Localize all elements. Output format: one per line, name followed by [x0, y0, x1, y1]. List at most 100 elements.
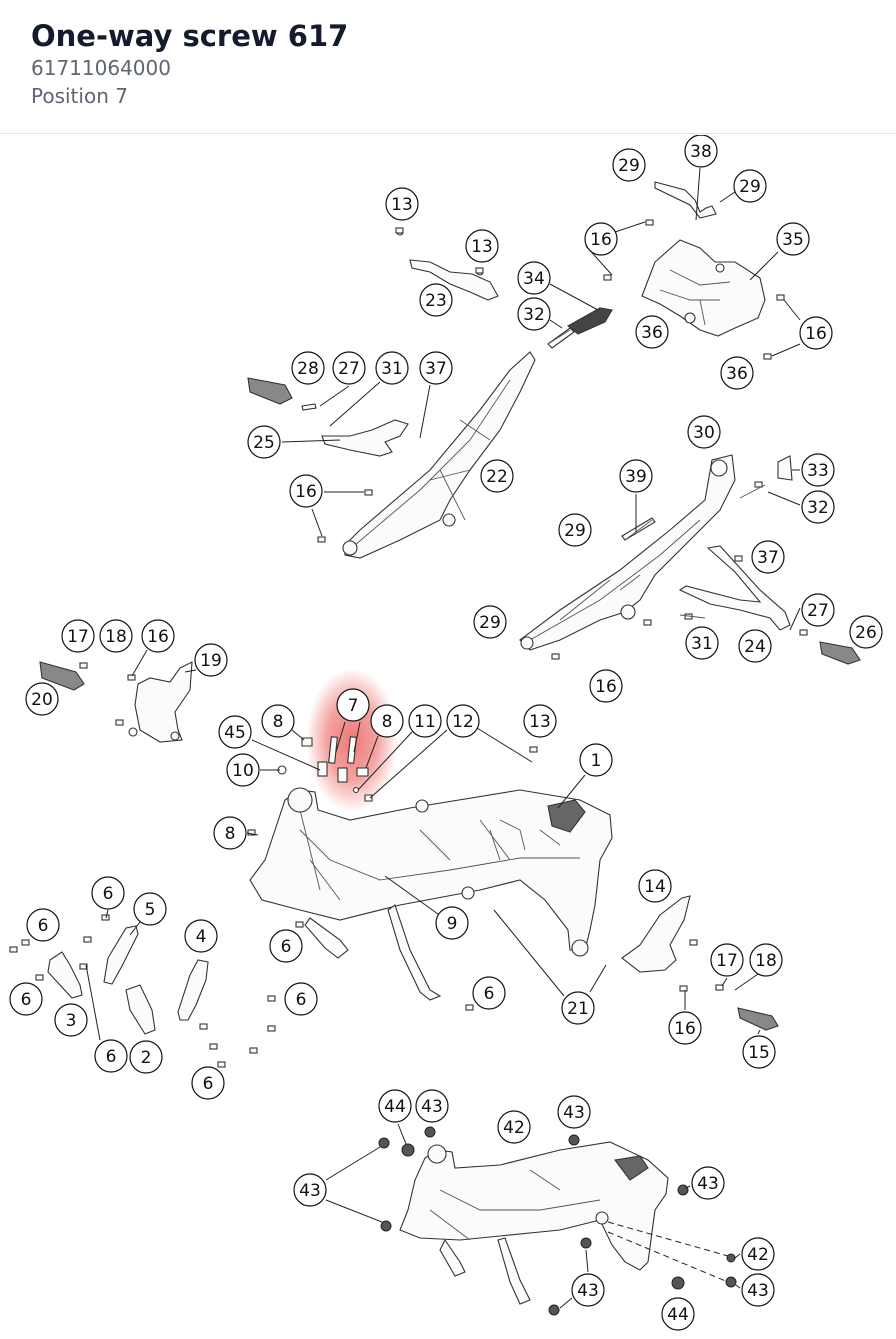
callout-label: 23 [425, 291, 447, 311]
callout-position-6[interactable]: 6 [26, 908, 60, 942]
callout-position-10[interactable]: 10 [226, 753, 260, 787]
callout-position-43[interactable]: 43 [415, 1089, 449, 1123]
callout-position-8[interactable]: 8 [261, 704, 295, 738]
callout-position-8[interactable]: 8 [370, 704, 404, 738]
callout-position-34[interactable]: 34 [517, 261, 551, 295]
callout-circle [523, 704, 557, 738]
callout-label: 36 [726, 364, 748, 384]
callout-position-21[interactable]: 21 [561, 991, 595, 1025]
callout-position-14[interactable]: 14 [638, 869, 672, 903]
callout-circle [472, 976, 506, 1010]
left-subframe [247, 351, 536, 559]
callout-label: 20 [31, 690, 53, 710]
callout-position-6[interactable]: 6 [269, 929, 303, 963]
callout-circle [375, 351, 409, 385]
callout-position-4[interactable]: 4 [184, 919, 218, 953]
callout-position-24[interactable]: 24 [738, 629, 772, 663]
callout-position-8[interactable]: 8 [213, 816, 247, 850]
callout-position-16[interactable]: 16 [799, 316, 833, 350]
callout-label: 36 [641, 323, 663, 343]
callout-label: 13 [471, 237, 493, 257]
callout-position-6[interactable]: 6 [284, 982, 318, 1016]
callout-position-23[interactable]: 23 [419, 283, 453, 317]
callout-position-30[interactable]: 30 [687, 415, 721, 449]
callout-position-16[interactable]: 16 [584, 222, 618, 256]
callout-position-43[interactable]: 43 [571, 1273, 605, 1307]
callout-label: 29 [618, 156, 640, 176]
callout-circle [133, 892, 167, 926]
callout-position-44[interactable]: 44 [378, 1089, 412, 1123]
callout-label: 24 [744, 637, 766, 657]
callout-position-35[interactable]: 35 [776, 222, 810, 256]
callout-position-33[interactable]: 33 [801, 453, 835, 487]
callout-label: 6 [296, 990, 307, 1010]
callout-position-31[interactable]: 31 [685, 626, 719, 660]
callout-position-1[interactable]: 1 [579, 743, 613, 777]
callout-position-43[interactable]: 43 [691, 1166, 725, 1200]
callout-position-6[interactable]: 6 [9, 982, 43, 1016]
callout-position-6[interactable]: 6 [191, 1066, 225, 1100]
callout-label: 18 [755, 951, 777, 971]
callout-position-11[interactable]: 11 [408, 704, 442, 738]
callout-position-32[interactable]: 32 [517, 297, 551, 331]
callout-position-36[interactable]: 36 [635, 315, 669, 349]
callout-position-25[interactable]: 25 [247, 425, 281, 459]
callout-position-22[interactable]: 22 [480, 459, 514, 493]
callout-position-16[interactable]: 16 [289, 474, 323, 508]
callout-position-17[interactable]: 17 [710, 943, 744, 977]
callout-position-26[interactable]: 26 [849, 615, 883, 649]
callout-position-29[interactable]: 29 [733, 169, 767, 203]
callout-position-44[interactable]: 44 [661, 1297, 695, 1331]
callout-position-20[interactable]: 20 [25, 682, 59, 716]
callout-position-27[interactable]: 27 [332, 351, 366, 385]
callout-position-37[interactable]: 37 [751, 540, 785, 574]
callout-position-12[interactable]: 12 [446, 704, 480, 738]
callout-position-5[interactable]: 5 [133, 892, 167, 926]
callout-position-42[interactable]: 42 [497, 1110, 531, 1144]
callout-position-7[interactable]: 7 [336, 688, 370, 722]
callout-position-43[interactable]: 43 [557, 1095, 591, 1129]
callout-position-32[interactable]: 32 [801, 490, 835, 524]
callout-label: 11 [414, 712, 436, 732]
callout-position-18[interactable]: 18 [99, 619, 133, 653]
callout-position-45[interactable]: 45 [218, 715, 252, 749]
callout-position-28[interactable]: 28 [291, 351, 325, 385]
callout-position-31[interactable]: 31 [375, 351, 409, 385]
callout-position-38[interactable]: 38 [684, 134, 718, 168]
callout-position-16[interactable]: 16 [141, 619, 175, 653]
callout-position-15[interactable]: 15 [742, 1035, 776, 1069]
callout-label: 4 [196, 927, 207, 947]
callout-position-43[interactable]: 43 [741, 1273, 775, 1307]
callout-label: 32 [523, 305, 545, 325]
callout-circle [638, 869, 672, 903]
callout-position-13[interactable]: 13 [523, 704, 557, 738]
callout-position-29[interactable]: 29 [558, 513, 592, 547]
callout-position-42[interactable]: 42 [741, 1237, 775, 1271]
callout-position-6[interactable]: 6 [472, 976, 506, 1010]
callout-position-16[interactable]: 16 [668, 1011, 702, 1045]
callout-position-17[interactable]: 17 [61, 619, 95, 653]
callout-position-27[interactable]: 27 [801, 593, 835, 627]
callout-position-16[interactable]: 16 [589, 669, 623, 703]
callout-circle [497, 1110, 531, 1144]
callout-position-37[interactable]: 37 [419, 351, 453, 385]
callout-position-19[interactable]: 19 [194, 643, 228, 677]
callout-position-3[interactable]: 3 [54, 1003, 88, 1037]
callout-position-13[interactable]: 13 [385, 187, 419, 221]
callout-position-18[interactable]: 18 [749, 943, 783, 977]
callout-position-6[interactable]: 6 [91, 876, 125, 910]
callout-position-6[interactable]: 6 [94, 1039, 128, 1073]
callout-circle [370, 704, 404, 738]
callout-position-9[interactable]: 9 [435, 906, 469, 940]
callout-circle [141, 619, 175, 653]
callout-position-36[interactable]: 36 [720, 356, 754, 390]
callout-position-2[interactable]: 2 [129, 1040, 163, 1074]
callout-position-29[interactable]: 29 [473, 605, 507, 639]
callout-position-43[interactable]: 43 [293, 1173, 327, 1207]
callout-circle [619, 459, 653, 493]
callout-label: 18 [105, 627, 127, 647]
callout-position-39[interactable]: 39 [619, 459, 653, 493]
callout-position-29[interactable]: 29 [612, 148, 646, 182]
callout-position-13[interactable]: 13 [465, 229, 499, 263]
